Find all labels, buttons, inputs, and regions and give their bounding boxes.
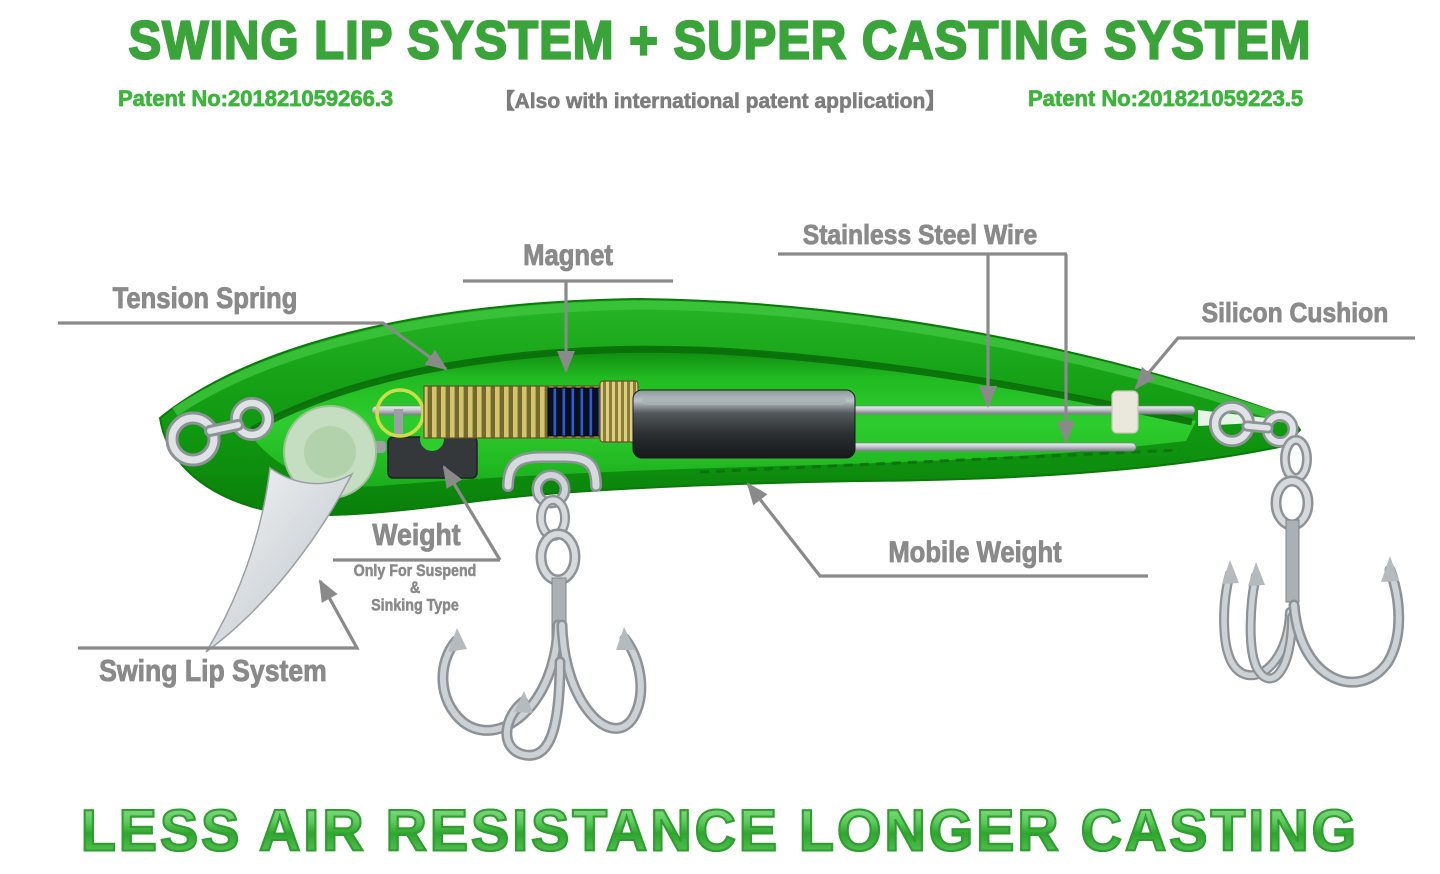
wire-bottom <box>849 442 1137 452</box>
label-tension-spring: Tension Spring <box>112 282 298 315</box>
stainless-steel-wires <box>849 405 1196 452</box>
silicon-cushion-part <box>1111 390 1139 434</box>
anchor-ring <box>375 388 425 438</box>
leader-swing-lip <box>78 579 360 650</box>
page-title: SWING LIP SYSTEM + SUPER CASTING SYSTEM <box>128 10 1312 72</box>
body-top-highlight <box>172 300 1286 424</box>
label-weight: Weight <box>372 518 461 552</box>
hook-point <box>616 627 635 650</box>
patent-number-right: Patent No:201821059223.5 <box>1028 86 1304 112</box>
tail-hook-assembly <box>1209 401 1405 688</box>
cavity-inner-shadow <box>250 345 1193 434</box>
label-weight-note-line2: & <box>409 579 421 598</box>
hook-point <box>1222 560 1239 584</box>
magnet-part <box>547 387 601 437</box>
label-magnet: Magnet <box>523 239 614 272</box>
hook-point <box>1381 556 1399 582</box>
patent-number-left: Patent No:201821059266.3 <box>118 86 394 112</box>
swing-lip-part <box>205 405 377 653</box>
tension-spring-part <box>423 380 639 443</box>
spring-anchor <box>371 388 433 438</box>
wire-top <box>849 405 1196 415</box>
bottom-tagline: LESS AIR RESISTANCE LONGER CASTING <box>0 796 1440 864</box>
label-mobile-weight: Mobile Weight <box>888 536 1062 569</box>
international-patent-note: 【Also with international patent applicat… <box>493 90 947 114</box>
leader-silicon-cushion <box>1134 336 1415 390</box>
label-stainless-steel-wire: Stainless Steel Wire <box>802 218 1038 251</box>
label-weight-note: Only For Suspend & Sinking Type <box>330 561 501 615</box>
nose-line-tie <box>165 397 274 467</box>
belly-hook-assembly <box>437 451 647 761</box>
leader-weight-arrow <box>442 465 502 561</box>
hook-point <box>1248 562 1265 586</box>
spring-thread-cap <box>599 380 639 443</box>
label-swing-lip-system: Swing Lip System <box>99 654 327 688</box>
leader-mobile-weight <box>746 482 1148 578</box>
label-silicon-cushion: Silicon Cushion <box>1201 296 1389 329</box>
lip-blade <box>205 466 354 653</box>
hook-point <box>514 691 533 713</box>
label-weight-note-line3: Sinking Type <box>371 596 459 615</box>
label-weight-note-line1: Only For Suspend <box>353 561 477 581</box>
hook-point <box>448 628 467 652</box>
mobile-weight-part <box>632 389 856 459</box>
cavity-seam-dashed <box>699 448 1181 474</box>
leader-tension-spring <box>58 321 448 371</box>
leader-lines <box>58 252 1415 650</box>
